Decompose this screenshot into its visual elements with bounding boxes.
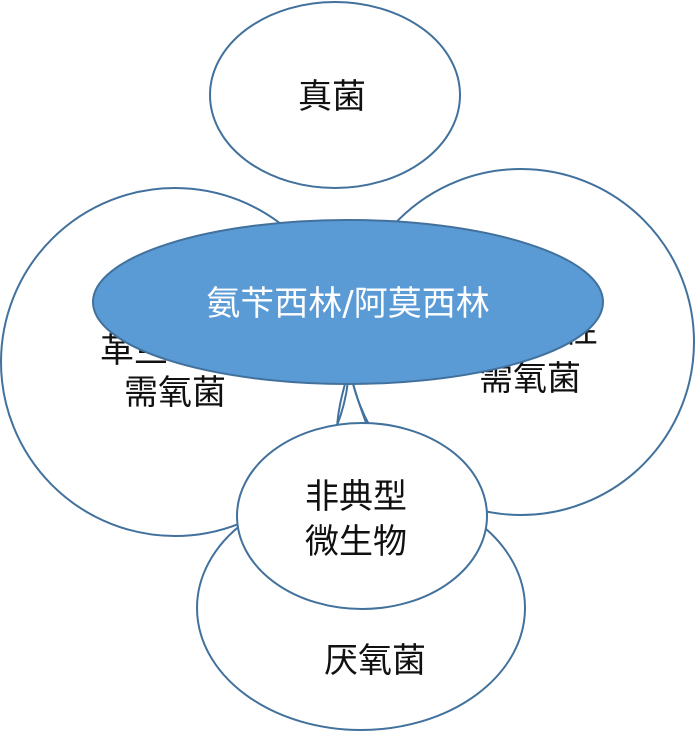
center-ellipse bbox=[92, 219, 604, 385]
center-group: 氨苄西林/阿莫西林 bbox=[92, 219, 604, 385]
center-label: 氨苄西林/阿莫西林 bbox=[206, 284, 489, 324]
anaerobes-label: 厌氧菌 bbox=[324, 641, 426, 681]
atypical-label-line2: 微生物 bbox=[305, 522, 407, 562]
fungi-group: 真菌 bbox=[209, 1, 461, 189]
fungi-label: 真菌 bbox=[298, 77, 366, 117]
atypical-ellipse bbox=[236, 422, 488, 610]
fungi-ellipse bbox=[209, 1, 461, 189]
atypical-group: 非典型 微生物 bbox=[236, 422, 488, 610]
left-circle-label-line2: 需氧菌 bbox=[124, 373, 226, 413]
atypical-label-line1: 非典型 bbox=[305, 477, 407, 517]
